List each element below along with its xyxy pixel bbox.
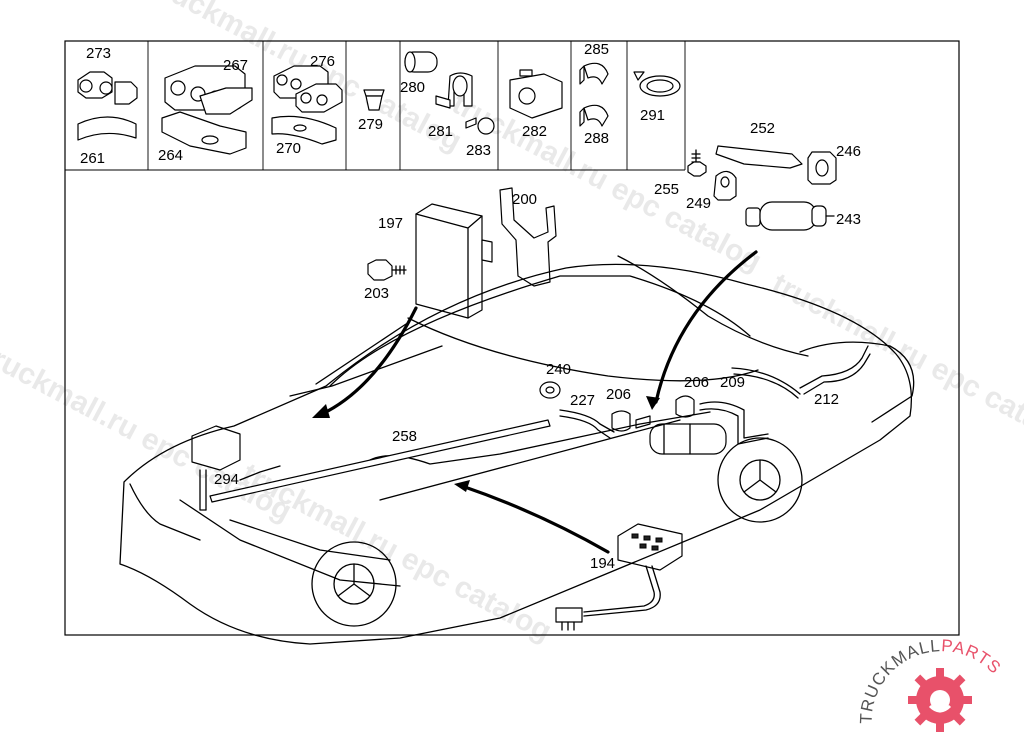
- nut-283-drawing: [465, 117, 495, 135]
- labels-main: 252 246 255 249 243 200 197 203 240 227 …: [214, 120, 861, 572]
- screw-255-drawing: [687, 149, 707, 177]
- clip-264-drawing: [161, 111, 247, 155]
- rear-wheel: [717, 437, 803, 523]
- part-label-197: 197: [378, 215, 403, 232]
- fitting-206-drawing: [611, 395, 695, 432]
- part-label-212: 212: [814, 391, 839, 408]
- part-label-206: 206: [606, 386, 631, 403]
- part-label-285: 285: [584, 41, 609, 58]
- clip-261-drawing: [77, 116, 137, 141]
- pump-assembly-drawing: [635, 415, 727, 455]
- grommet-249-drawing: [713, 170, 737, 201]
- part-label-281: 281: [428, 123, 453, 140]
- clip-285-drawing: [579, 62, 609, 85]
- part-label-261: 261: [80, 150, 105, 167]
- watermark-text: truckmall.ru epc catalog: [767, 267, 1024, 458]
- part-label-273: 273: [86, 45, 111, 62]
- part-label-252: 252: [750, 120, 775, 137]
- washer-reservoir-294-drawing: [191, 425, 241, 511]
- clip-276-drawing: [273, 65, 343, 113]
- part-label-279: 279: [358, 116, 383, 133]
- part-label-203: 203: [364, 285, 389, 302]
- clip-270-drawing: [271, 115, 337, 145]
- truckmall-parts-logo: TRUCKMALLPARTS: [857, 636, 1005, 732]
- part-label-294: 294: [214, 471, 239, 488]
- grommet-240-drawing: [539, 381, 561, 399]
- bracket-281-drawing: [435, 72, 473, 109]
- holder-282-drawing: [509, 69, 563, 119]
- watermark-text: truckmall.ru epc catalog: [0, 337, 297, 528]
- parts-strip: [65, 41, 686, 171]
- pointer-arrows: [312, 250, 758, 554]
- plug-279-drawing: [363, 89, 385, 111]
- part-label-291: 291: [640, 107, 665, 124]
- part-label-270: 270: [276, 140, 301, 157]
- front-wheel: [311, 541, 397, 627]
- part-label-288: 288: [584, 130, 609, 147]
- bracket-252-drawing: [715, 145, 803, 169]
- part-label-255: 255: [654, 181, 679, 198]
- brand-name-accent: PARTS: [941, 636, 1005, 678]
- part-label-249: 249: [686, 195, 711, 212]
- part-label-227: 227: [570, 392, 595, 409]
- clip-267-drawing: [164, 65, 253, 115]
- part-label-243: 243: [836, 211, 861, 228]
- clip-273-drawing: [77, 71, 138, 105]
- part-label-200: 200: [512, 191, 537, 208]
- hose-212-drawing: [731, 345, 869, 395]
- part-label-194: 194: [590, 555, 615, 572]
- diagram-frame: [64, 40, 960, 636]
- labels-strip: 273 261 267 264 276 270 279 280 281 283 …: [80, 41, 665, 167]
- hose-209-drawing: [699, 401, 769, 439]
- part-label-240: 240: [546, 361, 571, 378]
- part-label-209: 209: [720, 374, 745, 391]
- grommet-246-drawing: [807, 151, 837, 185]
- part-label-246: 246: [836, 143, 861, 160]
- part-label-258: 258: [392, 428, 417, 445]
- hose-227-drawing: [559, 409, 615, 433]
- clip-288-drawing: [579, 104, 609, 127]
- control-unit-197-drawing: [415, 203, 493, 319]
- components: [191, 145, 871, 631]
- part-label-282: 282: [522, 123, 547, 140]
- hose-clamp-291-drawing: [633, 71, 681, 97]
- gear-icon: [908, 668, 972, 732]
- module-194-drawing: [555, 523, 683, 631]
- part-label-283: 283: [466, 142, 491, 159]
- bracket-200-drawing: [499, 187, 557, 287]
- bolt-203-drawing: [367, 259, 407, 281]
- hose-258-drawing: [209, 419, 551, 503]
- part-label-276: 276: [310, 53, 335, 70]
- part-label-264: 264: [158, 147, 183, 164]
- part-label-206: 206: [684, 374, 709, 391]
- part-label-267: 267: [223, 57, 248, 74]
- car-outline: [119, 255, 915, 645]
- washer-pump-243-drawing: [745, 201, 835, 231]
- grommet-280-drawing: [404, 51, 438, 73]
- part-label-280: 280: [400, 79, 425, 96]
